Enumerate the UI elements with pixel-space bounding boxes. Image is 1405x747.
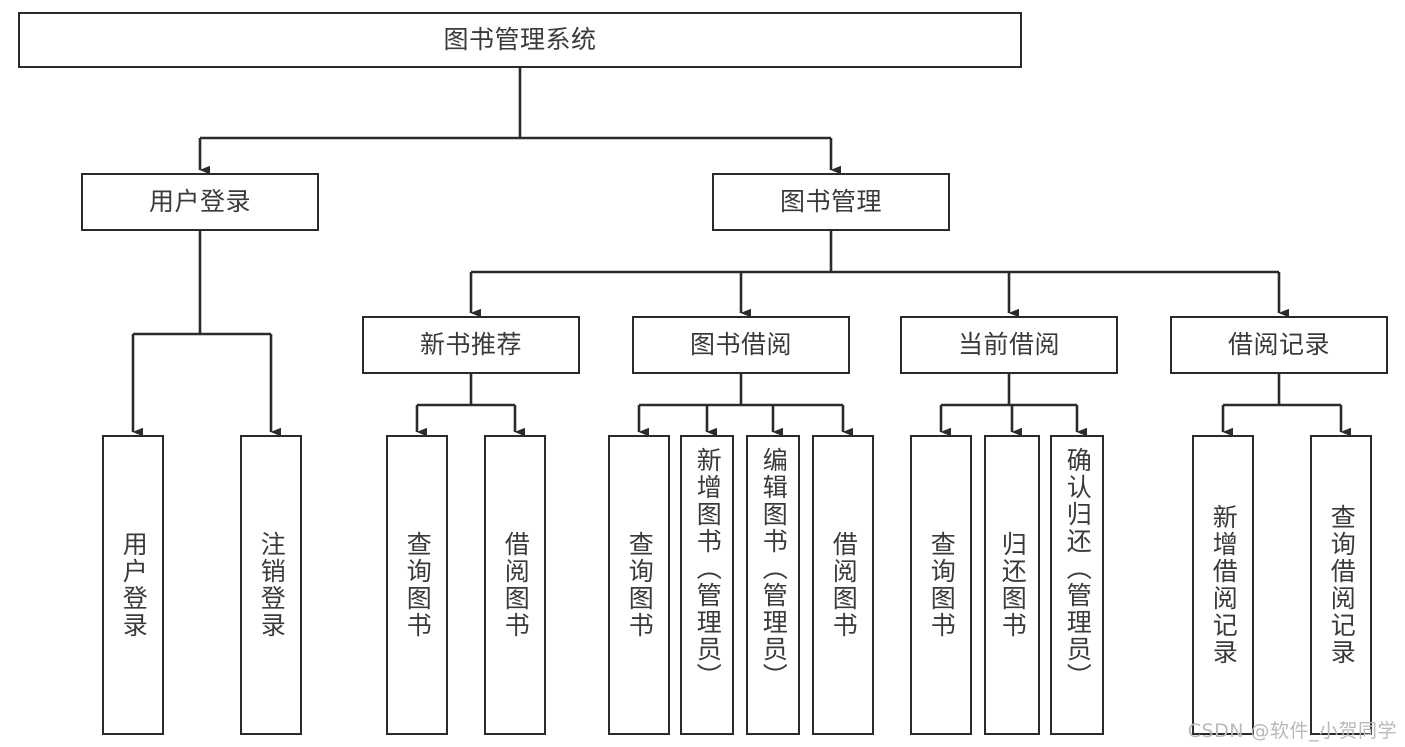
node-leaf-query-book-1[interactable]: 查询图书 <box>386 435 448 735</box>
node-label: 归还图书 <box>998 531 1028 639</box>
node-leaf-borrow-book-2[interactable]: 借阅图书 <box>812 435 874 735</box>
node-label: 借阅图书 <box>501 531 531 639</box>
node-label: 图书借阅 <box>689 329 792 359</box>
node-user-login[interactable]: 用户登录 <box>81 173 319 231</box>
node-label: 查询图书 <box>625 531 655 639</box>
watermark: CSDN @软件_小贺同学 <box>1187 720 1397 742</box>
node-label: 图书管理 <box>779 186 882 216</box>
node-leaf-query-borrow-record[interactable]: 查询借阅记录 <box>1310 435 1372 735</box>
node-label: 用户登录 <box>148 186 251 216</box>
node-leaf-edit-book-admin[interactable]: 编辑图书（管理员） <box>746 435 800 735</box>
node-leaf-add-book-admin[interactable]: 新增图书（管理员） <box>680 435 734 735</box>
node-leaf-query-book-3[interactable]: 查询图书 <box>910 435 972 735</box>
node-book-manage[interactable]: 图书管理 <box>712 173 950 231</box>
node-label: 新增图书（管理员） <box>693 447 723 690</box>
node-label: 注销登录 <box>257 531 287 639</box>
node-label: 借阅记录 <box>1227 329 1330 359</box>
node-label: 用户登录 <box>119 531 149 639</box>
node-label: 图书管理系统 <box>443 24 597 54</box>
node-label: 查询图书 <box>927 531 957 639</box>
node-leaf-borrow-book-1[interactable]: 借阅图书 <box>484 435 546 735</box>
node-leaf-confirm-return-admin[interactable]: 确认归还（管理员） <box>1050 435 1104 735</box>
node-label: 借阅图书 <box>829 531 859 639</box>
node-current-borrow[interactable]: 当前借阅 <box>900 316 1118 374</box>
node-label: 编辑图书（管理员） <box>759 447 789 690</box>
node-label: 当前借阅 <box>957 329 1060 359</box>
node-label: 确认归还（管理员） <box>1063 447 1093 690</box>
node-label: 查询图书 <box>403 531 433 639</box>
node-leaf-logout-login[interactable]: 注销登录 <box>240 435 302 735</box>
node-leaf-query-book-2[interactable]: 查询图书 <box>608 435 670 735</box>
node-label: 查询借阅记录 <box>1327 504 1357 666</box>
node-book-borrow[interactable]: 图书借阅 <box>632 316 850 374</box>
connector-group <box>131 68 1351 437</box>
node-borrow-record[interactable]: 借阅记录 <box>1170 316 1388 374</box>
node-leaf-user-login[interactable]: 用户登录 <box>102 435 164 735</box>
node-leaf-add-borrow-record[interactable]: 新增借阅记录 <box>1192 435 1254 735</box>
node-new-book-recommend[interactable]: 新书推荐 <box>362 316 580 374</box>
node-label: 新增借阅记录 <box>1209 504 1239 666</box>
node-leaf-return-book[interactable]: 归还图书 <box>984 435 1040 735</box>
node-label: 新书推荐 <box>419 329 522 359</box>
root-node[interactable]: 图书管理系统 <box>18 12 1022 68</box>
